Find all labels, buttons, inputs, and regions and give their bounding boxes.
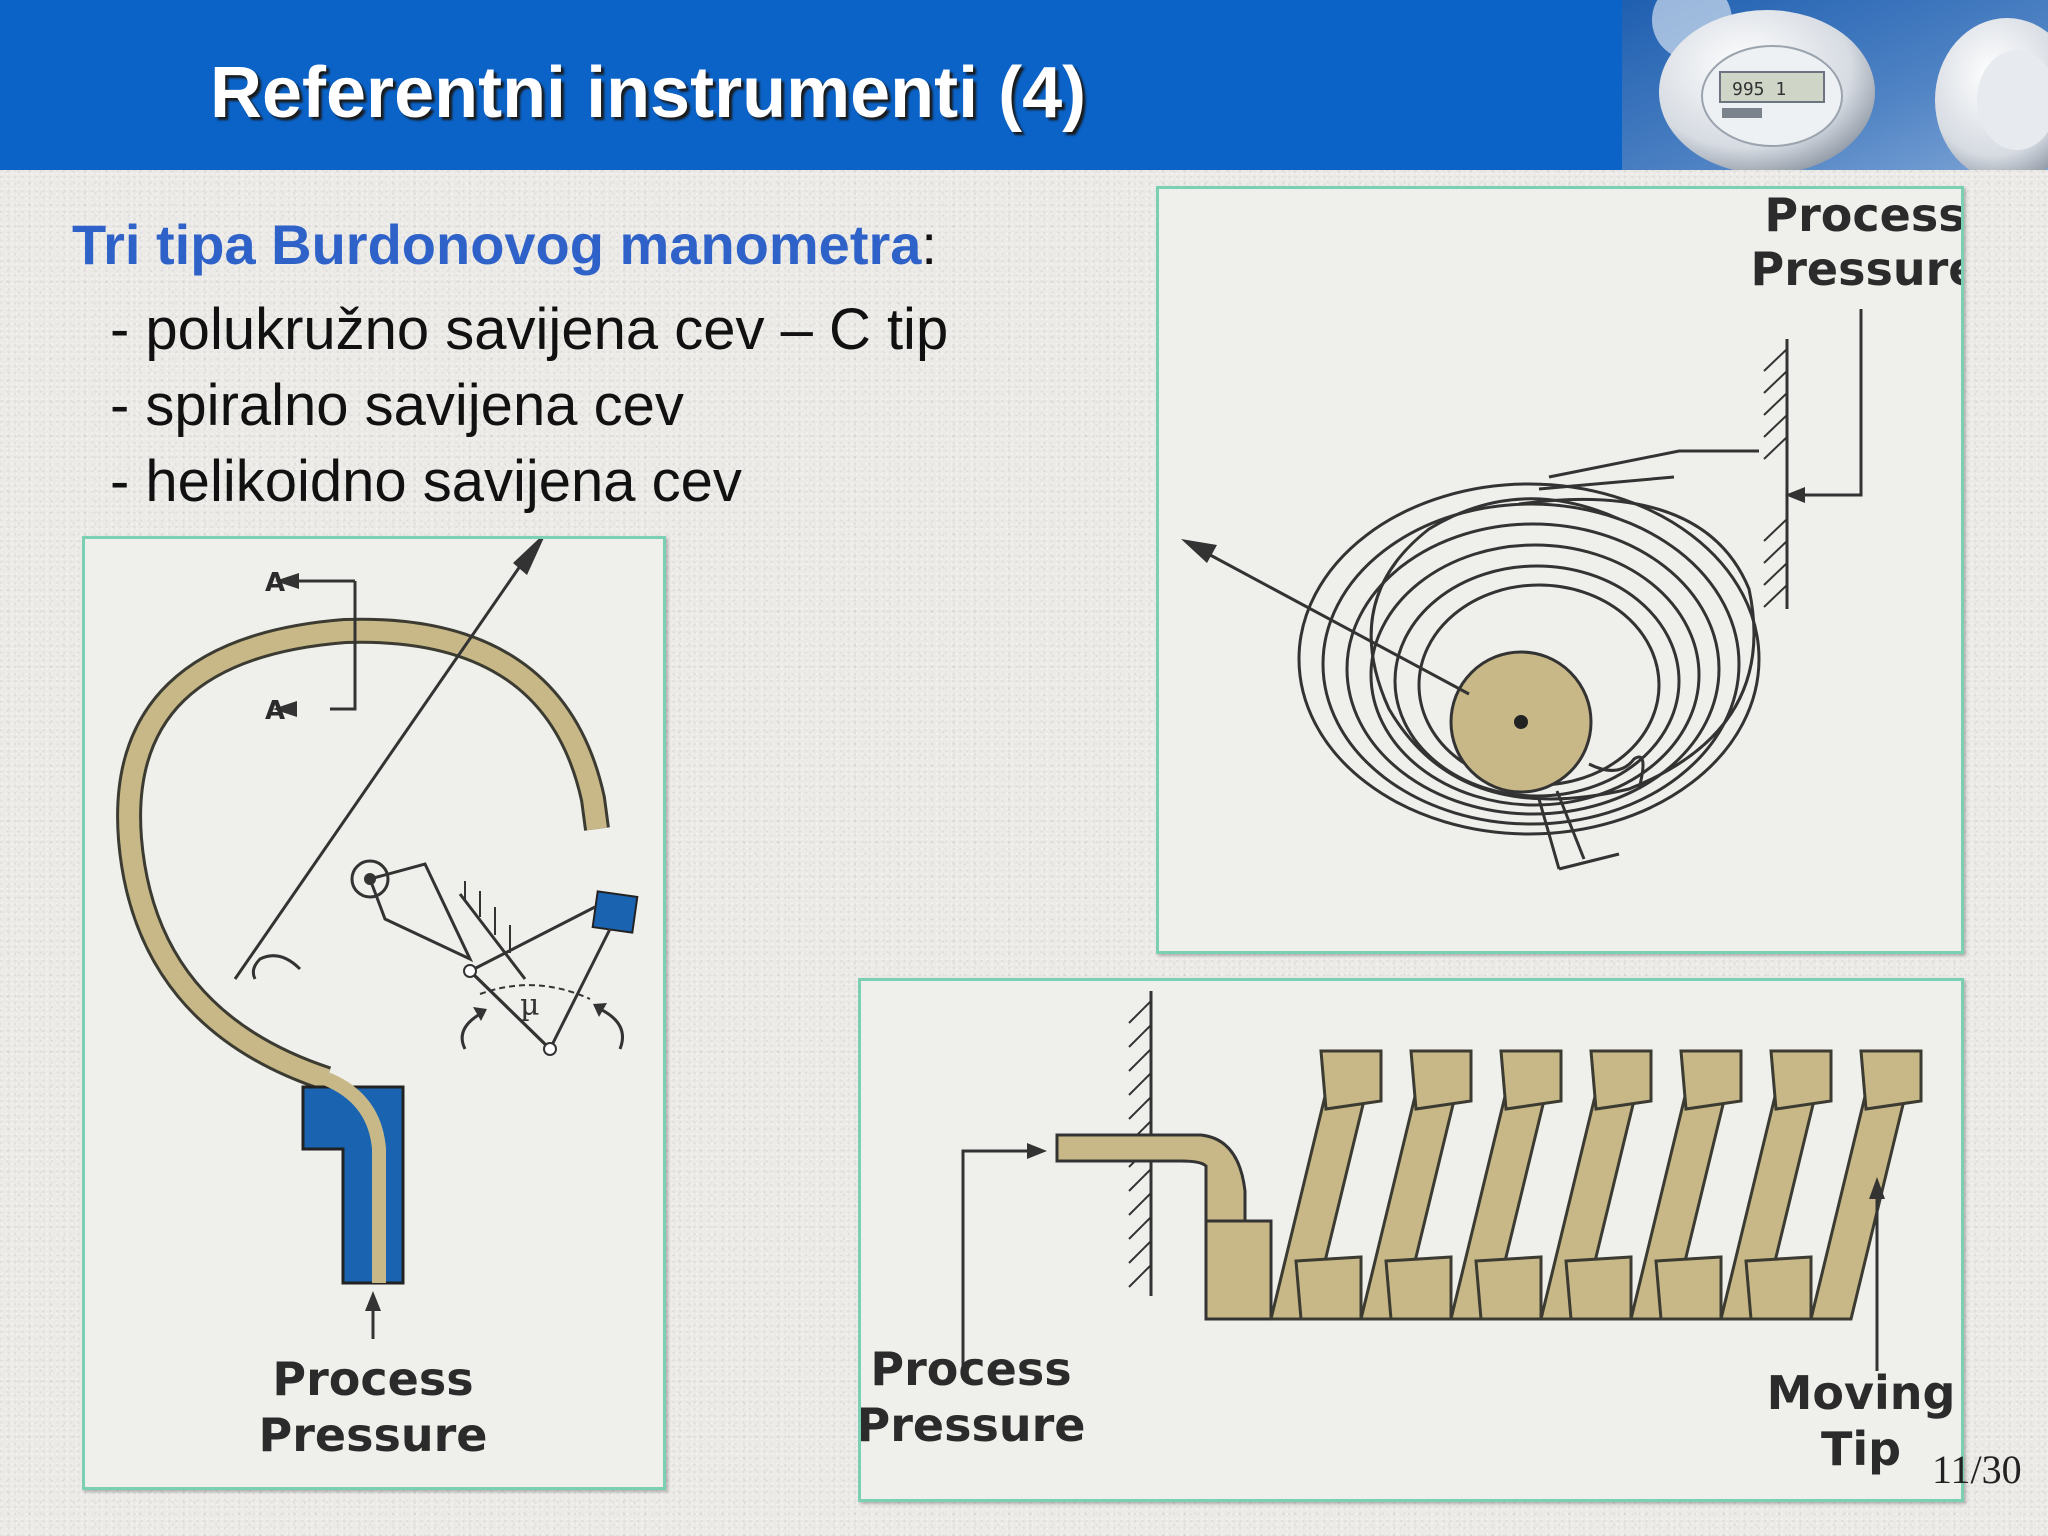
- c-type-pressure-label: Pressure: [259, 1408, 488, 1462]
- coil-top-block: [1859, 1049, 1923, 1111]
- coil-bottom-block: [1294, 1255, 1363, 1321]
- spiral-diagram-panel: Process Pressure: [1156, 186, 1964, 954]
- meter-display-text: 995 1: [1732, 79, 1786, 100]
- c-type-diagram-panel: A A µ Process Pressure: [82, 536, 666, 1490]
- spiral-diagram: Process Pressure: [1181, 189, 1962, 871]
- coil-top-block: [1769, 1049, 1833, 1111]
- helical-diagram-panel: Process Pressure Moving Tip: [858, 978, 1964, 1502]
- page-number: 11/30: [1932, 1447, 2022, 1492]
- coil-bottom-block: [1384, 1255, 1453, 1321]
- coil-top-block: [1679, 1049, 1743, 1111]
- c-type-process-label: Process: [272, 1352, 473, 1406]
- coil-bottom-block: [1744, 1255, 1813, 1321]
- helical-diagram: Process Pressure Moving Tip: [861, 991, 1956, 1476]
- helical-pressure-label: Pressure: [861, 1398, 1086, 1452]
- header-photo-meters: 995 1: [1622, 0, 2048, 170]
- coil-bottom-block: [1654, 1255, 1723, 1321]
- section-label-top: A: [265, 568, 285, 598]
- helical-process-label: Process: [870, 1342, 1071, 1396]
- subtitle-suffix: :: [921, 213, 937, 276]
- coil-top-block: [1409, 1049, 1473, 1111]
- coil-top-block: [1319, 1049, 1383, 1111]
- bullet-item: - polukružno savijena cev – C tip: [110, 297, 949, 362]
- subtitle: Tri tipa Burdonovog manometra:: [72, 212, 937, 277]
- bullet-item: - helikoidno savijena cev: [110, 449, 742, 514]
- bullet-item: - spiralno savijena cev: [110, 373, 684, 438]
- coil-bottom-block: [1564, 1255, 1633, 1321]
- coil-top-block: [1499, 1049, 1563, 1111]
- moving-tip-label-line1: Moving: [1767, 1366, 1956, 1420]
- subtitle-highlight: Tri tipa Burdonovog manometra: [72, 213, 922, 276]
- helical-coils: [1269, 1049, 1923, 1321]
- coil-top-block: [1589, 1049, 1653, 1111]
- c-type-diagram: A A µ Process Pressure: [116, 539, 639, 1462]
- coil-bottom-block: [1474, 1255, 1543, 1321]
- mu-label: µ: [520, 988, 540, 1023]
- spiral-pressure-label: Pressure: [1751, 242, 1962, 296]
- slide-title: Referentni instrumenti (4): [210, 53, 1087, 133]
- bullet-list: - polukružno savijena cev – C tip - spir…: [110, 292, 948, 520]
- section-label-bottom: A: [265, 696, 285, 726]
- moving-tip-label-line2: Tip: [1821, 1422, 1901, 1476]
- spiral-process-label: Process: [1764, 189, 1961, 242]
